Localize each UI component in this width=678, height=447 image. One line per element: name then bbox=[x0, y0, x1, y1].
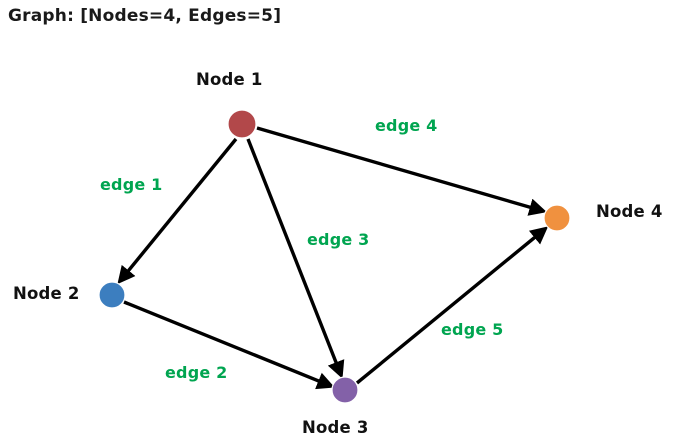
node-circle-node2[interactable] bbox=[98, 281, 126, 309]
node-circle-node1[interactable] bbox=[227, 109, 257, 139]
node-circle-node4[interactable] bbox=[543, 204, 571, 232]
node-circle-node3[interactable] bbox=[331, 376, 359, 404]
page-title: Graph: [Nodes=4, Edges=5] bbox=[8, 6, 282, 26]
edge-arrow-edge5 bbox=[355, 226, 549, 385]
edge-lines-group bbox=[117, 126, 549, 390]
edge-label-edge5: edge 5 bbox=[441, 320, 504, 339]
node-label-node3: Node 3 bbox=[302, 418, 369, 437]
node-label-node1: Node 1 bbox=[196, 70, 263, 89]
node-label-node2: Node 2 bbox=[13, 284, 80, 303]
node-label-node4: Node 4 bbox=[596, 202, 663, 221]
edge-label-edge3: edge 3 bbox=[307, 230, 370, 249]
edge-arrow-edge3 bbox=[246, 138, 345, 379]
edge-label-edge1: edge 1 bbox=[100, 175, 163, 194]
edge-arrow-edge1 bbox=[117, 137, 238, 285]
edge-arrow-edge4 bbox=[256, 126, 547, 216]
edge-label-edge4: edge 4 bbox=[375, 116, 438, 135]
edge-arrow-edge2 bbox=[123, 300, 335, 390]
edge-label-edge2: edge 2 bbox=[165, 363, 228, 382]
node-circles-group bbox=[98, 109, 571, 404]
